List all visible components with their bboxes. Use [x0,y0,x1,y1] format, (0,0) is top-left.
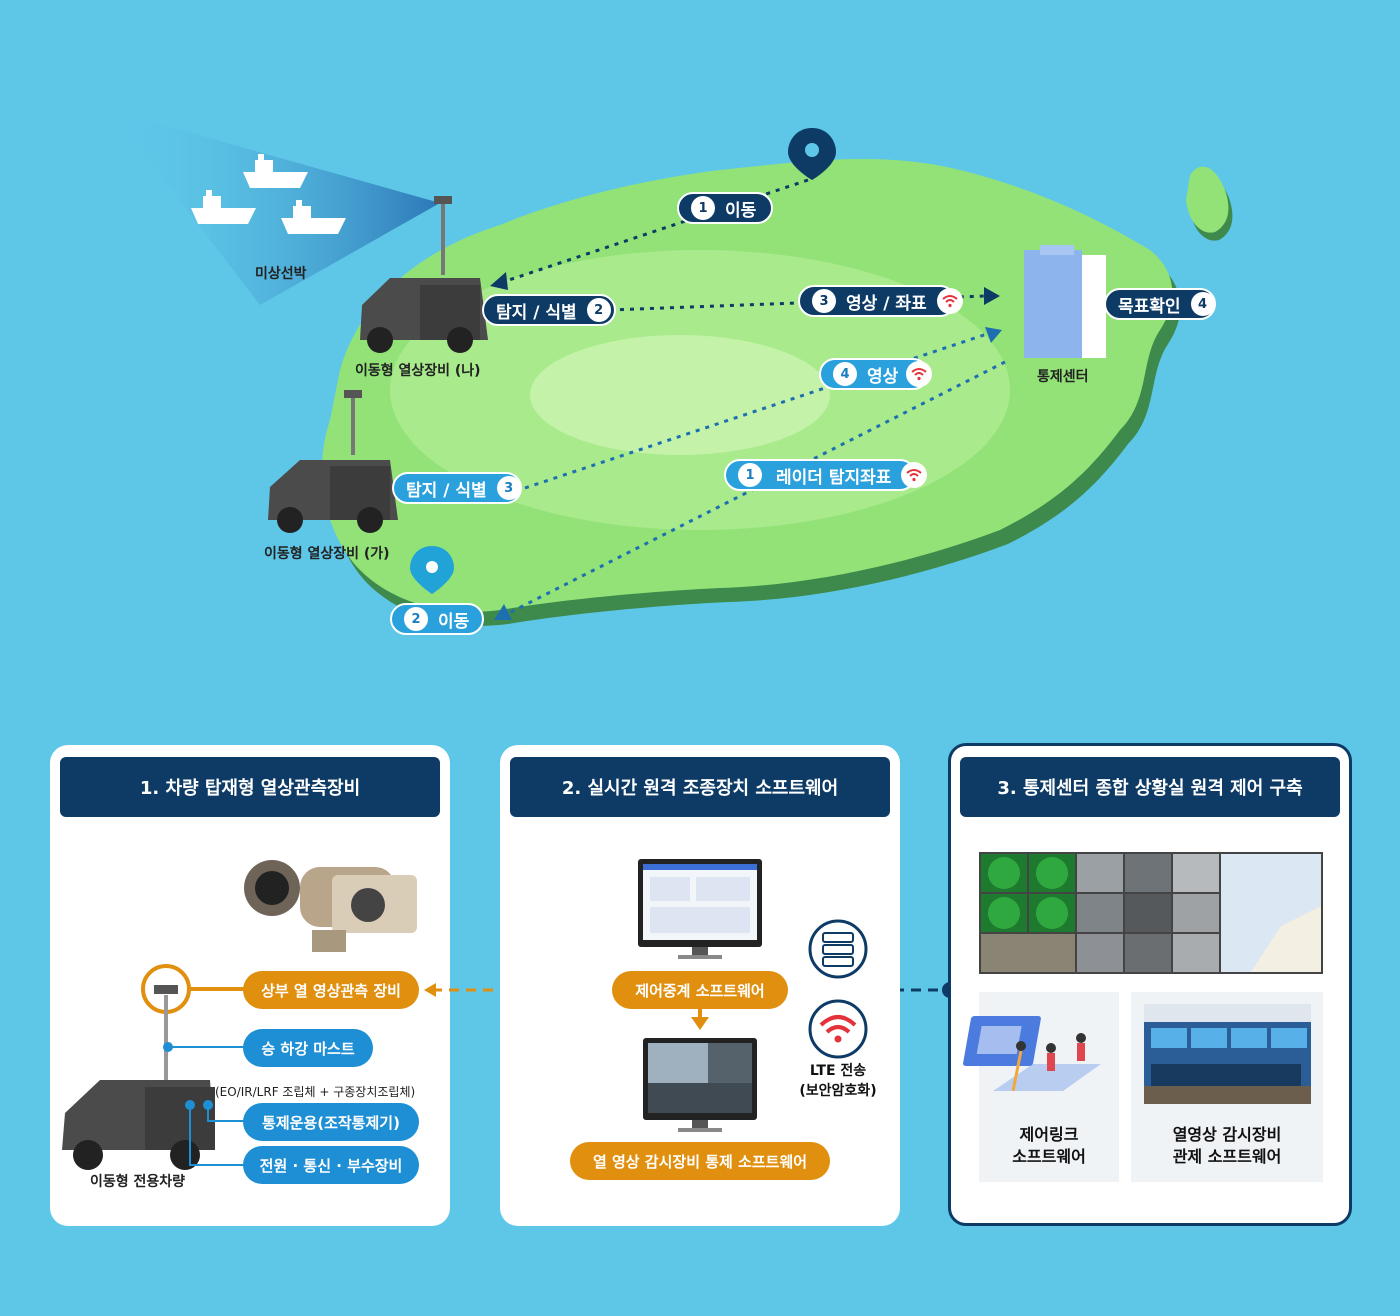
power-comm-label: 전원 · 통신 · 부수장비 [243,1146,419,1184]
video-wall-icon [979,852,1323,974]
card-control-center: 3. 통제센터 종합 상황실 원격 제어 구축 [948,743,1352,1226]
islet [1186,166,1229,233]
control-center-building-icon [1024,245,1106,358]
route-move1 [499,178,809,285]
step-number: 3 [812,289,836,313]
control-operation-label: 통제운용(조작통제기) [243,1103,419,1141]
boat-icon [243,154,308,188]
control-link-software-label: 제어링크 소프트웨어 [979,1124,1119,1168]
step-target4: 목표확인 4 [1104,288,1216,320]
step-number: 4 [1190,292,1215,316]
step-number: 1 [691,196,715,220]
card-title: 1. 차량 탑재형 열상관측장비 [60,757,440,817]
step-detect2: 탐지 / 식별 2 [482,294,616,326]
location-pin-icon [788,128,836,180]
step-text: 레이더 탐지좌표 [776,467,892,488]
lte-text: LTE 전송 [809,1063,867,1079]
vehicle-b-label: 이동형 열상장비 (나) [355,363,481,379]
step-text: 이동 [438,611,470,632]
thermal-control-software-label: 열 영상 감시장비 통제 소프트웨어 [570,1142,830,1180]
software-illustration [638,859,868,1132]
label-line: 소프트웨어 [1012,1147,1086,1166]
step-number: 1 [738,463,762,487]
camera-beam [110,110,440,305]
island-highlight-inner [530,335,830,455]
step-text: 목표확인 [1118,296,1181,317]
step-move2: 2 이동 [390,603,484,635]
card-title: 3. 통제센터 종합 상황실 원격 제어 구축 [960,757,1340,817]
server-icon [808,919,868,979]
thermal-monitoring-software-label: 열영상 감시장비 관제 소프트웨어 [1131,1124,1323,1168]
step-number: 2 [404,607,428,631]
vehicle-equipment-illustration [62,860,417,1170]
label-line: 제어링크 [1019,1125,1079,1144]
wifi-icon [936,288,963,314]
step-video-coord3: 3 영상 / 좌표 [798,285,963,317]
boat-icon [281,200,346,234]
card-title: 2. 실시간 원격 조종장치 소프트웨어 [510,757,890,817]
control-room-photo-icon [1144,1004,1311,1104]
step-radar1: 1 레이더 탐지좌표 [724,459,928,491]
vehicle-a-label: 이동형 열상장비 (가) [264,546,390,562]
arrow-head [984,287,1000,305]
label-line: 열영상 감시장비 [1172,1125,1282,1144]
arrow-head [490,272,508,290]
lte-transmission-label: LTE 전송 (보안암호화) [790,1061,886,1101]
monitor-icon [638,859,762,959]
wifi-icon [906,361,933,387]
step-number: 4 [833,362,857,386]
card-remote-control-software: 2. 실시간 원격 조종장치 소프트웨어 [500,745,900,1226]
dedicated-vehicle-label: 이동형 전용차량 [90,1174,186,1190]
laptop-software-icon [963,1016,1101,1092]
upper-thermal-observation-label: 상부 열 영상관측 장비 [243,971,419,1009]
step-number: 2 [586,298,611,322]
island-map [110,110,1233,626]
monitor-icon [643,1038,757,1132]
step-text: 탐지 / 식별 [406,480,487,501]
step-text: 영상 / 좌표 [846,293,927,314]
lte-sub-text: (보안암호화) [799,1083,877,1099]
label-line: 관제 소프트웨어 [1172,1147,1282,1166]
control-center-label: 통제센터 [1037,369,1089,385]
location-pin-icon [410,546,454,594]
lifting-mast-label: 승 하강 마스트 [243,1029,373,1067]
dedicated-vehicle-icon [62,1080,215,1170]
relay-software-label: 제어중계 소프트웨어 [612,971,788,1009]
arrow-head [985,327,1002,343]
control-room-illustration [963,852,1323,1182]
boat-icon [191,190,256,224]
vehicle-b-icon [360,196,488,353]
step-text: 이동 [725,200,757,221]
assembly-note: (EO/IR/LRF 조립체 + 구종장치조립체) [215,1085,416,1099]
step-move1: 1 이동 [677,192,773,224]
unknown-vessels-label: 미상선박 [255,266,307,282]
step-text: 영상 [867,366,899,387]
card-vehicle-thermal-equipment: 1. 차량 탑재형 열상관측장비 상부 열 영상관측 장비 승 하강 마스 [50,745,450,1226]
wifi-icon [901,462,928,488]
route-detect3 [524,331,991,490]
step-detect3: 탐지 / 식별 3 [392,472,522,504]
vehicle-a-icon [268,390,398,533]
arrow-head [494,604,512,620]
step-number: 3 [496,476,521,500]
wifi-icon [808,999,868,1059]
thermal-camera-icon [244,860,417,952]
step-video4: 4 영상 [819,358,933,390]
step-text: 탐지 / 식별 [496,302,577,323]
